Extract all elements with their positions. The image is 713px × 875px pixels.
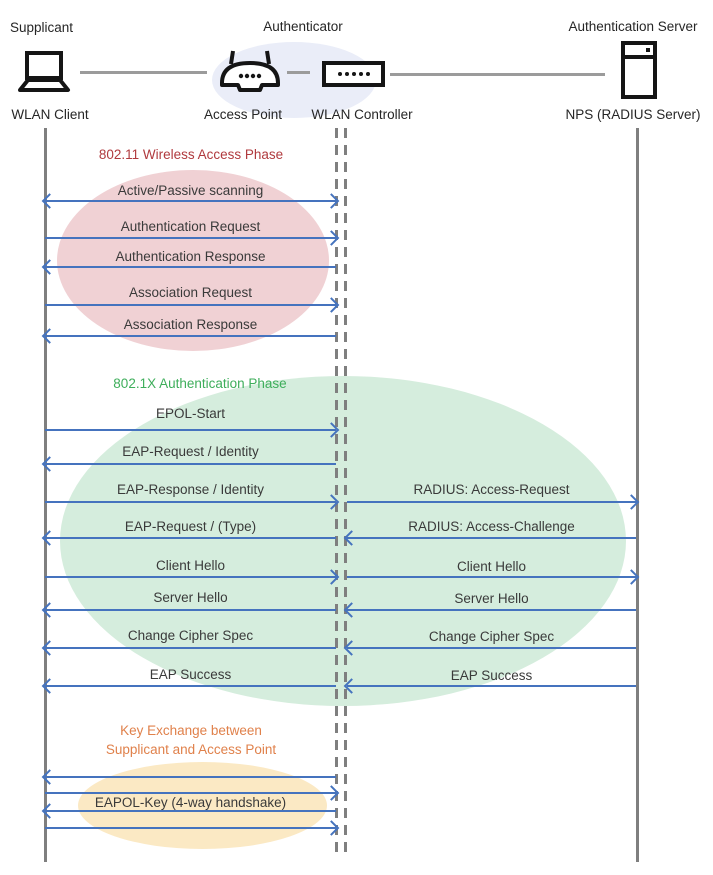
message-label: RADIUS: Access-Challenge (408, 519, 575, 534)
role-auth-server-label: Authentication Server (568, 19, 698, 34)
message-arrow (45, 820, 340, 836)
lifeline-controller-dashed-1 (335, 128, 338, 855)
message-label: Authentication Request (120, 219, 261, 234)
phase-80211-title: 802.11 Wireless Access Phase (98, 147, 284, 162)
message-arrow (343, 640, 636, 656)
message-label: EAPOL-Key (4-way handshake) (94, 795, 287, 810)
message-arrow (45, 297, 340, 313)
message-label: EAP-Request / Identity (122, 444, 259, 459)
message-arrow (45, 569, 340, 585)
phase-8021x-title: 802.1X Authentication Phase (113, 376, 287, 391)
laptop-icon (18, 51, 70, 92)
message-arrow (41, 530, 336, 546)
message-arrow (41, 640, 336, 656)
message-arrow (41, 803, 336, 819)
message-label: EAP Success (149, 667, 232, 682)
message-arrow (41, 678, 336, 694)
message-arrow (343, 602, 636, 618)
phase-8021x-ellipse (60, 376, 626, 706)
server-icon (621, 41, 657, 99)
message-label: EAP Success (450, 668, 533, 683)
message-label: Authentication Response (115, 249, 266, 264)
link-ap-controller (287, 71, 310, 74)
message-label: EAP-Response / Identity (116, 482, 265, 497)
actor-wlan-controller-label: WLAN Controller (311, 107, 413, 122)
role-supplicant-label: Supplicant (10, 20, 74, 35)
message-arrow (41, 328, 336, 344)
message-arrow (45, 422, 340, 438)
message-arrow (41, 602, 336, 618)
message-arrow (343, 678, 636, 694)
message-label: Change Cipher Spec (127, 628, 254, 643)
switch-icon (322, 61, 385, 87)
message-label: Server Hello (153, 590, 228, 605)
message-label: EAP-Request / (Type) (124, 519, 257, 534)
phase-key-exchange-title-line1: Key Exchange between (120, 723, 262, 738)
actor-nps-label: NPS (RADIUS Server) (565, 107, 701, 122)
lifeline-supplicant (44, 128, 47, 862)
actor-wlan-client-label: WLAN Client (11, 107, 89, 122)
message-label: Client Hello (456, 559, 527, 574)
role-authenticator-label: Authenticator (263, 19, 343, 34)
message-label: Server Hello (454, 591, 529, 606)
message-arrow (41, 259, 336, 275)
message-label: Association Request (128, 285, 253, 300)
message-label: Change Cipher Spec (428, 629, 555, 644)
message-arrow (347, 494, 640, 510)
message-arrow (41, 456, 336, 472)
message-label: Active/Passive scanning (117, 183, 264, 198)
message-label: EPOL-Start (155, 406, 226, 421)
message-arrow (343, 530, 636, 546)
message-arrow (41, 769, 336, 785)
lifeline-server (636, 128, 639, 862)
link-controller-server (390, 73, 605, 76)
message-arrow (41, 193, 340, 209)
lifeline-controller-dashed-2 (344, 128, 347, 855)
message-arrow (45, 230, 340, 246)
message-label: Client Hello (155, 558, 226, 573)
link-client-ap (80, 71, 207, 74)
phase-key-exchange-title-line2: Supplicant and Access Point (105, 742, 277, 757)
message-arrow (45, 785, 340, 801)
message-label: RADIUS: Access-Request (413, 482, 570, 497)
wireless-router-icon (220, 50, 280, 92)
message-arrow (45, 494, 340, 510)
actor-access-point-label: Access Point (203, 107, 283, 122)
message-arrow (347, 569, 640, 585)
message-label: Association Response (123, 317, 258, 332)
